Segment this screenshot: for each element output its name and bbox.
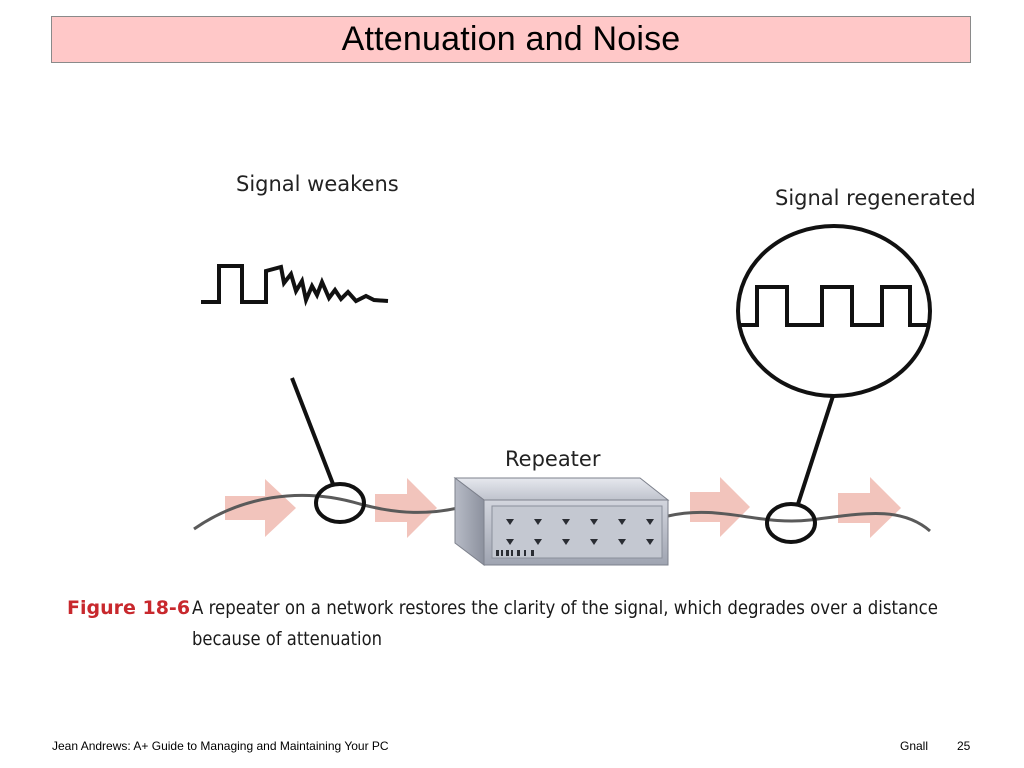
repeater-port [590, 519, 598, 525]
repeater-top-face [453, 477, 670, 501]
footer-author: Gnall [900, 739, 929, 753]
regenerated-signal-circle [736, 224, 932, 398]
degraded-signal-waveform [201, 264, 389, 307]
repeater-port [618, 519, 626, 525]
repeater-port [618, 539, 626, 545]
repeater-ports [496, 519, 654, 556]
repeater-port [590, 539, 598, 545]
repeater-port-panel [491, 505, 663, 559]
direction-arrows [225, 477, 901, 538]
direction-arrow-4 [838, 477, 901, 538]
repeater-indicator [506, 550, 509, 556]
repeater-indicator [524, 550, 526, 556]
direction-arrow-3 [690, 477, 750, 537]
slide-title: Attenuation and Noise [341, 20, 681, 58]
figure-caption-label: Figure 18-6 [67, 597, 190, 619]
slide-title-box: Attenuation and Noise [51, 16, 971, 63]
regenerated-probe-ellipse [765, 502, 817, 544]
network-cable-left [193, 493, 459, 531]
repeater-port [506, 539, 514, 545]
direction-arrow-1 [225, 479, 296, 537]
figure-caption-line-2: because of attenuation [192, 628, 382, 650]
repeater-port [646, 519, 654, 525]
footer-page-number: 25 [957, 739, 971, 753]
repeater-port [534, 539, 542, 545]
repeater-label: Repeater [505, 447, 601, 471]
weakens-pointer-line [290, 377, 335, 485]
repeater-port [506, 519, 514, 525]
repeater-device [453, 476, 670, 567]
repeater-port [562, 539, 570, 545]
repeater-indicator [501, 550, 503, 556]
regenerated-pointer-line [796, 395, 835, 505]
repeater-indicator [531, 550, 534, 556]
repeater-indicator [517, 550, 520, 556]
repeater-port [646, 539, 654, 545]
network-cable-right [667, 510, 931, 533]
regenerated-signal-waveform [738, 285, 930, 327]
direction-arrow-2 [375, 478, 437, 538]
signal-regenerated-label: Signal regenerated [775, 186, 976, 210]
repeater-port [534, 519, 542, 525]
repeater-port [562, 519, 570, 525]
repeater-indicator [496, 550, 499, 556]
repeater-indicator [511, 550, 513, 556]
figure-caption-line-1: A repeater on a network restores the cla… [192, 597, 938, 619]
footer-source: Jean Andrews: A+ Guide to Managing and M… [52, 739, 389, 753]
signal-weakens-label: Signal weakens [236, 172, 399, 196]
weakens-probe-ellipse [314, 482, 366, 524]
